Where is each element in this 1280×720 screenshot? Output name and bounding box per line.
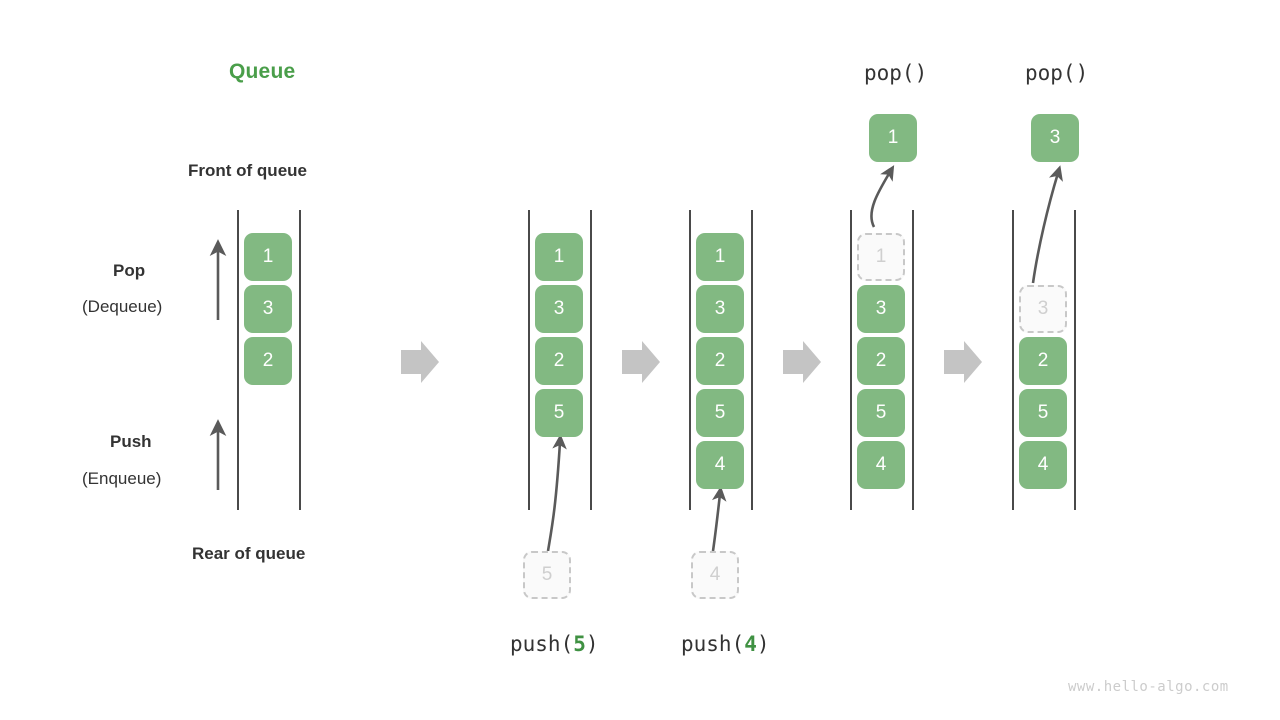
queue-cell: 3 xyxy=(244,285,292,333)
popped-cell: 1 xyxy=(869,114,917,162)
rail-right-col5 xyxy=(1074,210,1076,510)
incoming-ghost-cell: 5 xyxy=(523,551,571,599)
queue-cell: 3 xyxy=(696,285,744,333)
pop-3-arrow xyxy=(1031,165,1063,284)
queue-cell: 3 xyxy=(535,285,583,333)
pop-label-title: Pop xyxy=(113,261,146,280)
incoming-ghost-cell: 4 xyxy=(691,551,739,599)
op-label-pop-3: pop() xyxy=(1025,61,1089,85)
transition-arrow-4 xyxy=(944,341,982,383)
transition-arrow-2 xyxy=(622,341,660,383)
rail-left-col5 xyxy=(1012,210,1014,510)
queue-cell-ghost: 3 xyxy=(1019,285,1067,333)
caption-value: 4 xyxy=(744,632,757,656)
rail-left-col1 xyxy=(237,210,239,510)
queue-cell: 2 xyxy=(244,337,292,385)
queue-cell-new: 5 xyxy=(535,389,583,437)
queue-cell: 4 xyxy=(1019,441,1067,489)
queue-cell: 2 xyxy=(857,337,905,385)
queue-cell: 5 xyxy=(1019,389,1067,437)
caption-push-5: push(5) xyxy=(510,632,599,656)
queue-cell: 2 xyxy=(1019,337,1067,385)
front-of-queue-label: Front of queue xyxy=(188,161,307,180)
caption-prefix: push( xyxy=(510,632,574,656)
queue-cell: 5 xyxy=(857,389,905,437)
queue-cell: 5 xyxy=(696,389,744,437)
queue-cell: 2 xyxy=(535,337,583,385)
rail-right-col2 xyxy=(590,210,592,510)
transition-arrow-3 xyxy=(783,341,821,383)
rail-left-col2 xyxy=(528,210,530,510)
rear-of-queue-label: Rear of queue xyxy=(192,544,306,563)
queue-cell: 1 xyxy=(244,233,292,281)
caption-suffix: ) xyxy=(756,632,770,656)
caption-value: 5 xyxy=(573,632,586,656)
caption-suffix: ) xyxy=(585,632,599,656)
caption-push-4: push(4) xyxy=(681,632,770,656)
push-label-title: Push xyxy=(110,432,152,451)
transition-arrow-1 xyxy=(401,341,439,383)
watermark: www.hello-algo.com xyxy=(1068,679,1229,695)
queue-cell-ghost: 1 xyxy=(857,233,905,281)
rail-right-col1 xyxy=(299,210,301,510)
popped-cell: 3 xyxy=(1031,114,1079,162)
queue-cell-new: 4 xyxy=(696,441,744,489)
pop-label-sub: (Dequeue) xyxy=(82,297,163,316)
rail-right-col4 xyxy=(912,210,914,510)
queue-cell: 3 xyxy=(857,285,905,333)
rail-right-col3 xyxy=(751,210,753,510)
pop-1-arrow xyxy=(870,165,895,228)
push-4-arrow xyxy=(711,485,727,552)
push-5-arrow xyxy=(546,433,567,552)
queue-cell: 1 xyxy=(696,233,744,281)
caption-prefix: push( xyxy=(681,632,745,656)
page-title: Queue xyxy=(229,60,296,83)
queue-cell: 2 xyxy=(696,337,744,385)
rail-left-col3 xyxy=(689,210,691,510)
push-label-sub: (Enqueue) xyxy=(82,469,162,488)
queue-cell: 4 xyxy=(857,441,905,489)
queue-cell: 1 xyxy=(535,233,583,281)
op-label-pop-1: pop() xyxy=(864,61,928,85)
rail-left-col4 xyxy=(850,210,852,510)
